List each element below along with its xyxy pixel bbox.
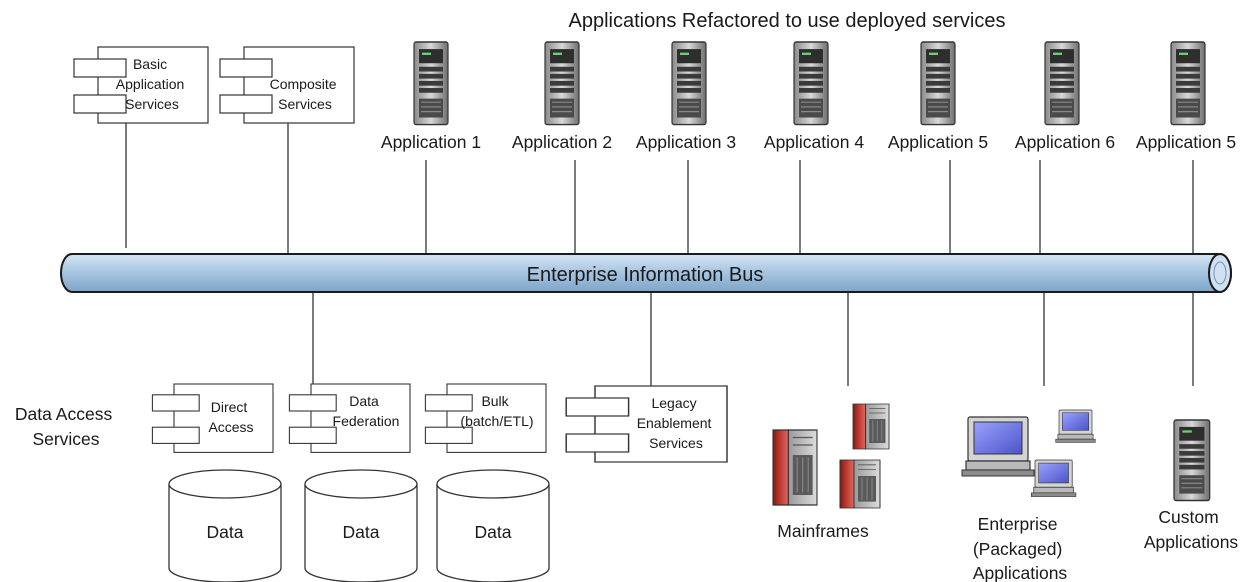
- database-3: Data: [436, 469, 550, 582]
- application-label: Application 1: [381, 132, 481, 152]
- application-label: Application 6: [1015, 132, 1115, 152]
- workstation-icon: [961, 416, 1035, 477]
- component-data-federation: Data Federation: [288, 383, 411, 453]
- data-access-services-label: Data Access Services: [15, 404, 117, 449]
- workstation-icon: [1055, 409, 1096, 443]
- mainframes-label: Mainframes: [777, 521, 869, 541]
- svg-text:Bulk (batch/ETL): Bulk (batch/ETL): [460, 393, 533, 429]
- application-label: Application 2: [512, 132, 612, 152]
- server-icon: [413, 41, 449, 126]
- database-top: [304, 469, 418, 499]
- svg-text:Direct Access: Direct Access: [208, 399, 253, 435]
- database-label: Data: [475, 522, 512, 542]
- application-server-7: Application 5: [1136, 41, 1236, 152]
- component-basic-application-services: Basic Application Services: [73, 46, 209, 124]
- application-server-1: Application 1: [381, 41, 481, 152]
- mainframe-icon: [839, 459, 881, 509]
- application-label: Application 3: [636, 132, 736, 152]
- diagram-title: Applications Refactored to use deployed …: [569, 10, 1006, 32]
- svg-text:Basic Application: Basic Application Services: [116, 56, 188, 112]
- workstation-icon: [1030, 459, 1077, 497]
- component-direct-access: Direct Access: [151, 383, 274, 453]
- mainframe-icon: [852, 403, 890, 450]
- application-server-5: Application 5: [888, 41, 988, 152]
- data-stores: Data Data Data: [168, 469, 550, 582]
- custom-apps-label: Custom Applications: [1144, 507, 1239, 552]
- application-label: Application 4: [764, 132, 864, 152]
- server-icon: [544, 41, 580, 126]
- application-label: Application 5: [1136, 132, 1236, 152]
- server-icon: [1170, 41, 1206, 126]
- server-icon: [1044, 41, 1080, 126]
- database-label: Data: [343, 522, 380, 542]
- component-composite-services: Composite Services: [219, 46, 355, 124]
- top-connectors: [125, 123, 1194, 255]
- svg-text:Legacy Enablement: Legacy Enablement Services: [637, 395, 716, 451]
- enterprise-packaged-applications: Enterprise (Packaged) Applications: [961, 409, 1096, 582]
- application-server-2: Application 2: [512, 41, 612, 152]
- server-icon: [671, 41, 707, 126]
- server-icon: [793, 41, 829, 126]
- custom-applications: Custom Applications: [1144, 419, 1239, 552]
- database-1: Data: [168, 469, 282, 582]
- mainframes-group: Mainframes: [772, 403, 890, 541]
- server-icon: [1173, 419, 1211, 502]
- database-top: [168, 469, 282, 499]
- application-servers: Application 1 Application 2 Application 3 A…: [381, 41, 1236, 152]
- database-top: [436, 469, 550, 499]
- svg-text:Data Federation: Data Federation: [333, 393, 400, 429]
- database-label: Data: [207, 522, 244, 542]
- application-server-4: Application 4: [764, 41, 864, 152]
- application-server-6: Application 6: [1015, 41, 1115, 152]
- component-legacy-enablement-services: Legacy Enablement Services: [565, 385, 728, 463]
- application-server-3: Application 3: [636, 41, 736, 152]
- database-2: Data: [304, 469, 418, 582]
- svg-text:Composite Services: Composite Services: [270, 76, 341, 112]
- application-label: Application 5: [888, 132, 988, 152]
- component-bulk-batch-etl: Bulk (batch/ETL): [424, 383, 547, 453]
- bottom-connectors: [312, 292, 1194, 388]
- enterprise-information-bus: Enterprise Information Bus: [60, 253, 1232, 293]
- mainframe-icon: [772, 429, 818, 506]
- enterprise-apps-label: Enterprise (Packaged) Applications: [973, 514, 1068, 582]
- bus-label: Enterprise Information Bus: [527, 264, 764, 286]
- server-icon: [920, 41, 956, 126]
